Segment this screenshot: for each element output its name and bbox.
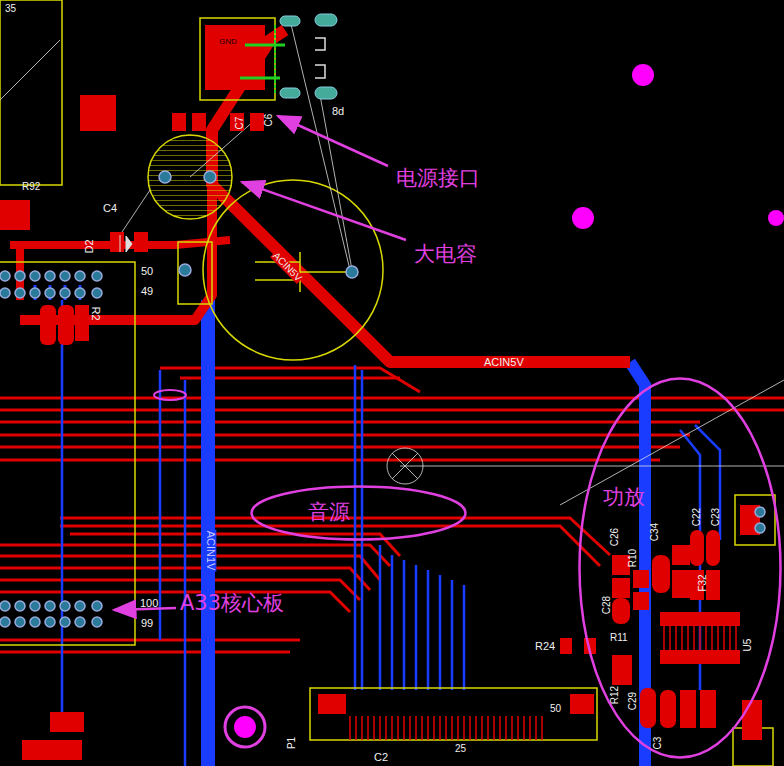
silkscreen-label: 99 — [141, 618, 153, 629]
silkscreen-label: 50 — [141, 266, 153, 277]
silkscreen-label: 100 — [140, 598, 158, 609]
silkscreen-label: 49 — [141, 286, 153, 297]
silkscreen-label: C3 — [653, 737, 663, 750]
silkscreen-label: C26 — [610, 528, 620, 546]
region-ellipse: 音源 — [250, 485, 467, 541]
callout-label: 电源接口 — [396, 168, 480, 189]
silkscreen-label: D2 — [84, 239, 95, 253]
callout-label: 大电容 — [414, 244, 477, 265]
silkscreen-label: C2 — [374, 752, 388, 763]
silkscreen-label: C7 — [235, 117, 245, 130]
region-label: 功放 — [603, 487, 645, 508]
silkscreen-label: C34 — [650, 523, 660, 541]
silkscreen-label: C6 — [264, 114, 274, 127]
silkscreen-label: R12 — [610, 686, 620, 704]
silkscreen-label: R24 — [535, 641, 555, 652]
silkscreen-label: C28 — [602, 596, 612, 614]
silkscreen-label: 35 — [5, 4, 16, 14]
silkscreen-label: R92 — [22, 182, 40, 192]
silkscreen-label: R11 — [610, 633, 628, 643]
silkscreen-label: R2 — [90, 306, 101, 320]
ellipse-outline — [578, 377, 782, 759]
silkscreen-label: R10 — [628, 549, 638, 567]
silkscreen-label: U5 — [743, 639, 753, 652]
silkscreen-label: ACIN5V — [483, 357, 525, 368]
silkscreen-label: C23 — [711, 508, 721, 526]
silkscreen-label: 25 — [455, 744, 466, 754]
ellipse-outline — [250, 485, 467, 541]
silkscreen-label: 50 — [550, 704, 561, 714]
silkscreen-label: ACIN1V — [205, 530, 216, 572]
silkscreen-label: F32 — [698, 574, 708, 591]
silkscreen-label: 8d — [332, 106, 344, 117]
silkscreen-label: P1 — [287, 737, 297, 749]
silkscreen-label: GND — [218, 38, 238, 46]
silkscreen-label: C4 — [103, 203, 117, 214]
silkscreen-label: C29 — [628, 692, 638, 710]
region-label: 音源 — [308, 502, 350, 523]
silkscreen-label: C22 — [692, 508, 702, 526]
callout-label: A33核心板 — [180, 593, 284, 614]
region-ellipse: 功放 — [578, 377, 782, 759]
